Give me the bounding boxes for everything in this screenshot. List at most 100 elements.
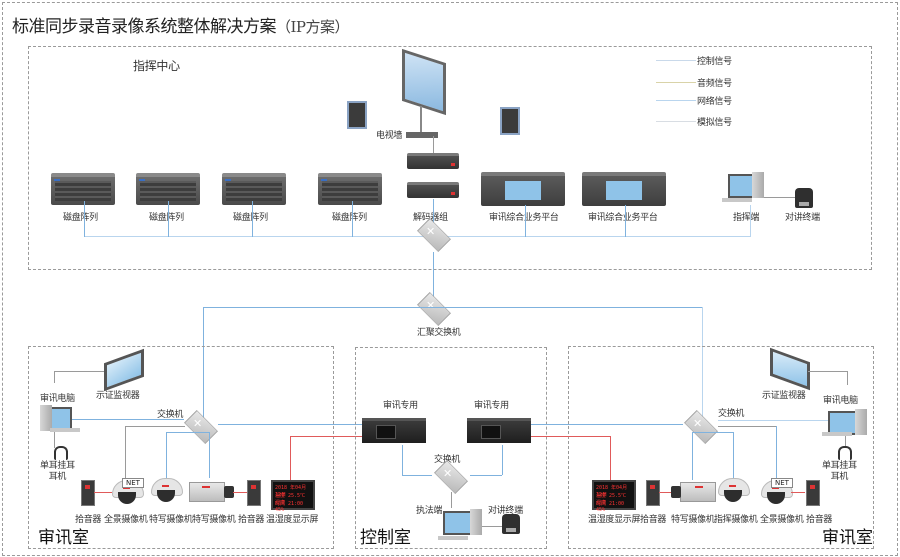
core-right-drop: [702, 307, 703, 419]
left-pickup-2-icon: [247, 480, 261, 506]
rec1-down: [402, 445, 403, 475]
decoder-unit-2-icon: [407, 182, 459, 198]
recorder-2-label: 审讯专用: [474, 401, 509, 411]
platform-1-icon: [481, 172, 565, 206]
rec1-h: [402, 475, 432, 476]
left-switch-to-recorder: [218, 424, 363, 425]
right-room-zone: [568, 346, 874, 549]
storage-array-1-label: 磁盘阵列: [63, 213, 98, 223]
storage-array-2-icon: [136, 173, 200, 205]
right-pc-switch-line: [718, 420, 828, 421]
pc-intercom-line: [764, 197, 796, 198]
right-pickup-1-label: 拾音器: [640, 515, 667, 525]
title-sub: （IP方案）: [276, 18, 350, 36]
control-intercom-icon: [502, 514, 520, 534]
control-pc-intercom-line: [482, 526, 502, 527]
left-pc-label: 审讯电脑: [40, 394, 75, 404]
r-led-line-2: 温度 25.5℃ 湿度: [596, 493, 627, 506]
storage-array-4-label: 磁盘阵列: [332, 213, 367, 223]
storage-array-3-icon: [222, 173, 286, 205]
storage-array-1-icon: [51, 173, 115, 205]
cc-switch-icon: ✕: [413, 216, 453, 256]
left-env-display-icon: 2018 年04月 12日 温度 25.5℃ 湿度 时间 21:00 45%: [271, 480, 315, 513]
cc-drop-4: [352, 201, 353, 237]
left-panorama-cam-label: 全景摄像机: [104, 515, 148, 525]
right-cam-h: [692, 432, 734, 433]
right-pickup-2-label: 拾音器: [806, 515, 833, 525]
left-pc-keyboard-icon: [50, 428, 80, 432]
left-headset-icon: [54, 446, 68, 460]
core-left-drop: [203, 307, 204, 419]
rec2-down: [502, 445, 503, 475]
rec2-h: [470, 475, 502, 476]
legend-line-control: [656, 60, 696, 61]
control-intercom-label: 对讲终端: [488, 506, 523, 516]
right-command-cam-icon: [718, 478, 750, 504]
right-panorama-net-badge: NET: [771, 478, 793, 488]
left-room-label: 审讯室: [38, 528, 89, 548]
speaker-left-icon: [347, 101, 367, 129]
right-evidence-monitor-label: 示证监视器: [762, 391, 806, 401]
legend-line-audio: [656, 82, 696, 83]
cc-drop-2: [168, 201, 169, 237]
platform-2-icon: [582, 172, 666, 206]
command-intercom-label: 对讲终端: [785, 213, 820, 223]
right-cam2-drop: [733, 432, 734, 478]
left-room-zone: [28, 346, 334, 549]
right-headset-label: 单耳挂耳耳机: [822, 461, 857, 482]
left-cam1-drop: [125, 426, 126, 478]
control-pc-line: [451, 492, 452, 508]
diagram-title: 标准同步录音录像系统整体解决方案（IP方案）: [12, 12, 350, 37]
right-closeup-cam-icon: [671, 482, 716, 502]
left-cam2-drop: [166, 432, 167, 478]
right-pickup-1-icon: [646, 480, 660, 506]
storage-array-2-label: 磁盘阵列: [149, 213, 184, 223]
control-switch-label: 交换机: [434, 452, 460, 465]
speaker-right-icon: [500, 107, 520, 135]
control-switch-icon: ✕: [430, 458, 470, 498]
right-pickup1-line: [659, 492, 671, 493]
decoder-unit-1-icon: [407, 153, 459, 169]
video-wall-icon: [402, 48, 446, 138]
right-mon-line-h: [808, 371, 848, 372]
right-closeup-cam-label: 特写摄像机: [671, 515, 715, 525]
right-cam1-drop: [692, 432, 693, 480]
control-room-zone: [355, 347, 547, 549]
legend-label-control: 控制信号: [697, 57, 732, 67]
left-env-display-label: 温湿度显示屏: [266, 515, 319, 525]
command-pc-tower-icon: [752, 172, 764, 198]
left-cam2-h: [166, 432, 209, 433]
right-pc-keyboard-icon: [822, 432, 852, 436]
left-mon-line-v: [54, 371, 55, 383]
left-pickup-1-icon: [81, 480, 95, 506]
recorder-2-icon: [467, 418, 531, 443]
control-pc-label: 执法端: [416, 506, 443, 516]
core-uplink: [433, 252, 434, 304]
left-led-drop: [290, 436, 291, 480]
legend-label-audio: 音频信号: [697, 79, 732, 89]
left-detail-cam-icon: [151, 478, 183, 504]
command-center-label: 指挥中心: [133, 59, 180, 73]
right-mon-line-v: [847, 371, 848, 385]
right-headset-icon: [838, 446, 852, 460]
video-wall-label: 电视墙: [376, 131, 403, 141]
left-mon-line-h: [54, 371, 104, 372]
platform-1-label: 审讯综合业务平台: [489, 213, 559, 223]
cc-drop-7: [625, 205, 626, 237]
command-pc-label: 指挥端: [733, 213, 760, 223]
decoder-label: 解码器组: [413, 210, 448, 223]
cc-drop-6: [525, 205, 526, 237]
left-cam3-drop: [209, 432, 210, 478]
command-center-zone: [28, 46, 872, 270]
storage-array-4-icon: [318, 173, 382, 205]
cc-drop-5: [433, 199, 434, 223]
left-panorama-net-badge: NET: [122, 478, 144, 488]
cc-drop-1: [84, 201, 85, 237]
left-switch-icon: ✕: [180, 408, 220, 448]
left-led-to-recorder: [290, 436, 363, 437]
right-env-display-icon: 2018 年04月 12日 温度 25.5℃ 湿度 时间 21:00 45%: [592, 480, 636, 513]
led-line-2: 温度 25.5℃ 湿度: [275, 493, 306, 506]
left-pickup1-line: [94, 492, 112, 493]
legend-label-network: 网络信号: [697, 97, 732, 107]
